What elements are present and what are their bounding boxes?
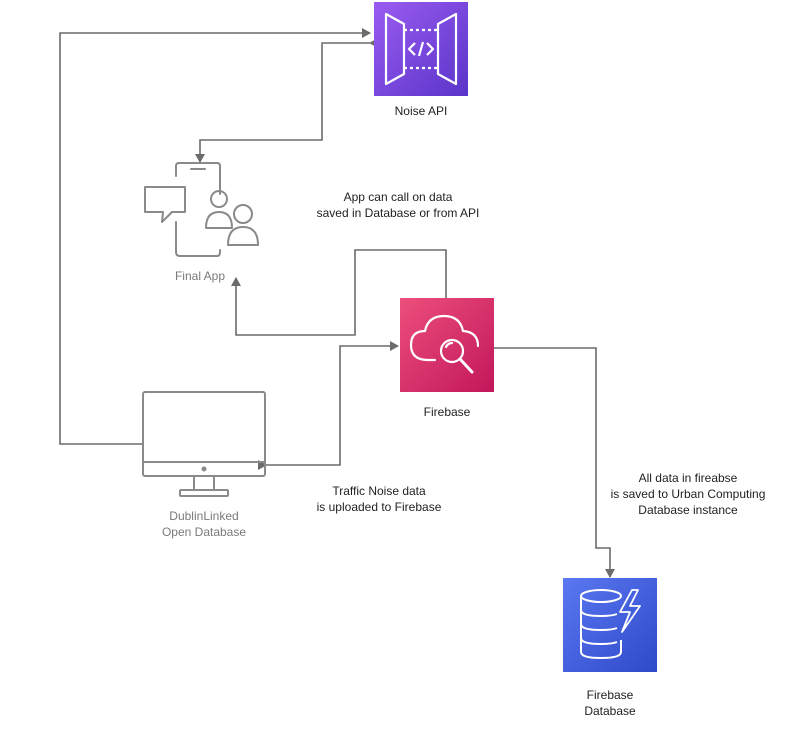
app-call-annotation: App can call on data saved in Database o… bbox=[316, 190, 480, 220]
desktop-monitor-icon bbox=[142, 391, 266, 497]
final-app-label: Final App bbox=[174, 269, 226, 283]
firebase-db-label: Firebase Database bbox=[584, 688, 636, 718]
noise-api-label: Noise API bbox=[394, 104, 448, 118]
mobile-users-icon bbox=[144, 162, 259, 257]
api-gateway-icon bbox=[384, 12, 458, 86]
edge-dublin-to-noise-api bbox=[59, 28, 371, 445]
traffic-upload-annotation: Traffic Noise data is uploaded to Fireba… bbox=[316, 484, 442, 514]
firebase-db-node[interactable] bbox=[563, 578, 657, 672]
dublin-db-node[interactable] bbox=[142, 391, 266, 497]
firebase-saved-annotation: All data in fireabse is saved to Urban C… bbox=[610, 471, 766, 517]
dynamodb-database-icon bbox=[580, 589, 641, 659]
cloud-search-icon bbox=[409, 314, 480, 374]
edge-noise-api-to-final-app bbox=[195, 38, 378, 163]
noise-api-node[interactable] bbox=[374, 2, 468, 96]
firebase-node[interactable] bbox=[400, 298, 494, 392]
edge-dublin-to-firebase bbox=[258, 341, 399, 470]
edge-firebase-to-firebase-db bbox=[486, 343, 615, 578]
firebase-label: Firebase bbox=[423, 405, 471, 419]
edge-firebase-to-final-app bbox=[231, 249, 451, 336]
final-app-node[interactable] bbox=[144, 162, 259, 257]
dublin-db-label: DublinLinked Open Database bbox=[161, 509, 247, 539]
